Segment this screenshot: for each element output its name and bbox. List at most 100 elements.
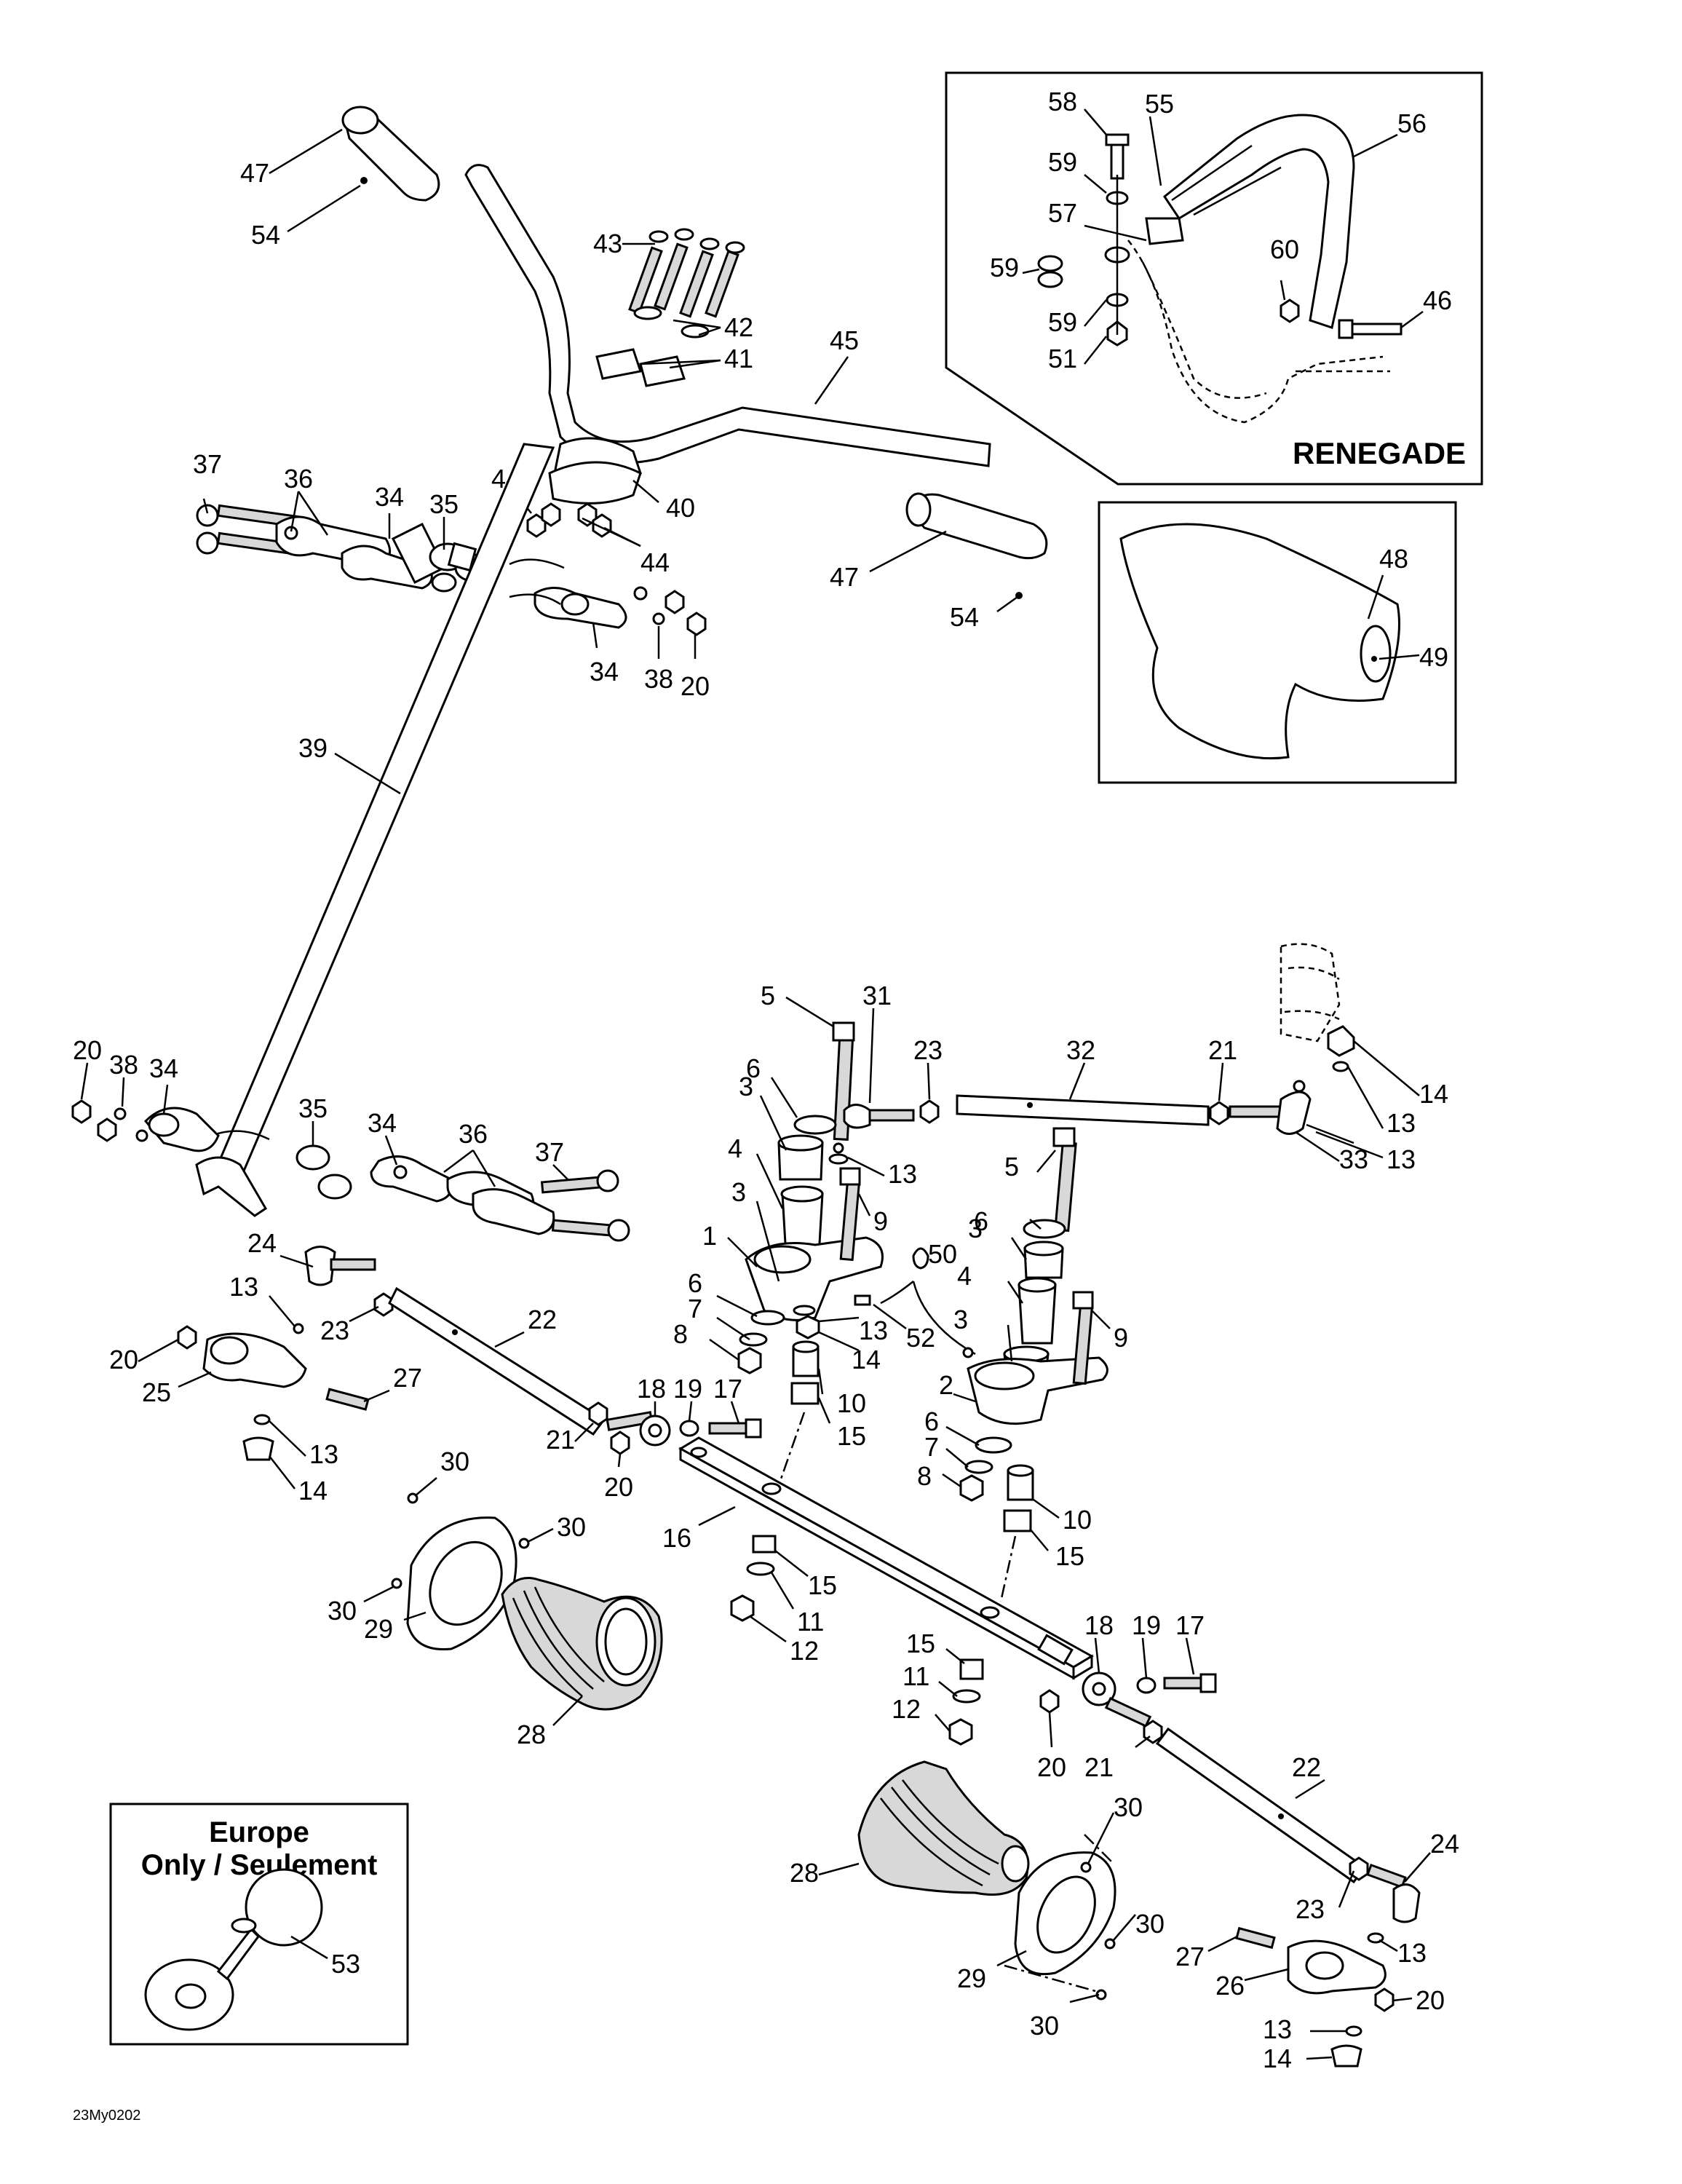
left-boot-assembly: 30 30 30 29 28 xyxy=(328,1447,663,1749)
label-3: 3 xyxy=(953,1305,968,1334)
label-14: 14 xyxy=(1419,1079,1448,1109)
label-59: 59 xyxy=(990,253,1019,282)
label-6: 6 xyxy=(688,1268,702,1298)
label-54: 54 xyxy=(950,602,979,632)
label-20: 20 xyxy=(681,671,710,701)
label-14: 14 xyxy=(1263,2043,1292,2073)
label-43: 43 xyxy=(593,229,622,258)
label-38: 38 xyxy=(644,664,673,694)
label-48: 48 xyxy=(1379,544,1408,574)
label-20: 20 xyxy=(1037,1752,1066,1782)
label-25: 25 xyxy=(142,1377,171,1407)
label-34: 34 xyxy=(375,482,404,512)
lower-linkage: 20 38 34 35 34 36 37 xyxy=(71,1035,630,1242)
label-42: 42 xyxy=(724,312,753,342)
label-50: 50 xyxy=(928,1239,957,1269)
renegade-inset: RENEGADE 58 xyxy=(945,71,1483,486)
label-54: 54 xyxy=(251,220,280,250)
upper-assembly: 47 54 xyxy=(193,106,1048,1181)
europe-inset: Europe Only / Seulement 53 xyxy=(109,1803,409,2046)
label-23: 23 xyxy=(913,1035,943,1065)
label-52: 52 xyxy=(906,1323,935,1353)
label-1: 1 xyxy=(702,1221,717,1251)
label-23: 23 xyxy=(320,1315,349,1345)
label-13: 13 xyxy=(859,1315,888,1345)
label-40: 40 xyxy=(666,493,695,523)
label-13: 13 xyxy=(1263,2014,1292,2044)
label-47: 47 xyxy=(240,158,269,188)
label-12: 12 xyxy=(892,1694,921,1724)
label-13: 13 xyxy=(309,1439,338,1469)
label-2: 2 xyxy=(939,1370,953,1400)
label-15: 15 xyxy=(837,1421,866,1451)
bolts-43 xyxy=(628,228,745,318)
label-13: 13 xyxy=(229,1272,258,1302)
label-5: 5 xyxy=(1004,1152,1019,1182)
label-60: 60 xyxy=(1270,234,1299,264)
label-8: 8 xyxy=(673,1319,688,1349)
label-33: 33 xyxy=(1339,1144,1368,1174)
label-36: 36 xyxy=(459,1119,488,1149)
label-20: 20 xyxy=(1416,1985,1445,2015)
label-6: 6 xyxy=(924,1406,939,1436)
tie-rod-32 xyxy=(956,1094,1210,1126)
label-55: 55 xyxy=(1145,89,1174,119)
label-35: 35 xyxy=(298,1093,328,1123)
label-41: 41 xyxy=(724,344,753,373)
label-32: 32 xyxy=(1066,1035,1095,1065)
label-11: 11 xyxy=(903,1661,929,1691)
label-56: 56 xyxy=(1397,108,1427,138)
label-13: 13 xyxy=(888,1159,917,1189)
label-30: 30 xyxy=(440,1447,469,1476)
label-59: 59 xyxy=(1048,147,1077,177)
center-assembly: 5 31 23 32 21 14 13 13 33 6 3 13 4 3 9 1… xyxy=(673,943,1448,1602)
label-19: 19 xyxy=(673,1374,702,1404)
label-24: 24 xyxy=(1430,1829,1459,1859)
tie-rod-22-right xyxy=(1155,1727,1367,1884)
label-59: 59 xyxy=(1048,307,1077,337)
diagram-code: 23My0202 xyxy=(73,2108,140,2124)
renegade-title: RENEGADE xyxy=(1293,436,1466,470)
label-57: 57 xyxy=(1048,198,1077,228)
grip-inset: 48 49 xyxy=(1098,501,1457,784)
label-22: 22 xyxy=(528,1305,557,1334)
label-21: 21 xyxy=(1208,1035,1237,1065)
label-27: 27 xyxy=(393,1363,422,1393)
label-21: 21 xyxy=(546,1425,575,1455)
label-27: 27 xyxy=(1175,1942,1205,1971)
label-28: 28 xyxy=(517,1720,546,1749)
label-47: 47 xyxy=(830,562,859,592)
label-58: 58 xyxy=(1048,87,1077,116)
label-34: 34 xyxy=(368,1108,397,1138)
label-16: 16 xyxy=(662,1523,691,1553)
label-36: 36 xyxy=(284,464,313,494)
label-7: 7 xyxy=(924,1432,939,1462)
label-21: 21 xyxy=(1084,1752,1114,1782)
label-29: 29 xyxy=(364,1614,393,1644)
label-34: 34 xyxy=(590,657,619,687)
label-30: 30 xyxy=(1030,2011,1059,2041)
tie-rod-22-left xyxy=(388,1286,606,1436)
label-5: 5 xyxy=(761,981,775,1010)
label-17: 17 xyxy=(713,1374,742,1404)
label-20: 20 xyxy=(109,1345,138,1374)
grab-handle-56 xyxy=(1162,114,1355,329)
label-14: 14 xyxy=(298,1476,328,1506)
label-34: 34 xyxy=(149,1053,178,1083)
grip-48 xyxy=(1119,523,1400,760)
label-26: 26 xyxy=(1215,1971,1245,2001)
label-6: 6 xyxy=(974,1206,988,1236)
label-7: 7 xyxy=(688,1294,702,1324)
label-13: 13 xyxy=(1397,1938,1427,1968)
label-17: 17 xyxy=(1175,1610,1205,1640)
left-tie-rod: 24 13 23 22 20 25 27 13 14 21 20 18 19 1… xyxy=(109,1228,762,1506)
label-18: 18 xyxy=(1084,1610,1114,1640)
label-39: 39 xyxy=(298,733,328,763)
label-12: 12 xyxy=(790,1636,819,1666)
label-22: 22 xyxy=(1292,1752,1321,1782)
label-30: 30 xyxy=(557,1512,586,1542)
handlebar xyxy=(464,164,991,467)
label-15: 15 xyxy=(1055,1541,1084,1571)
cross-bar-16: 16 15 11 12 15 11 12 xyxy=(662,1436,1094,1746)
